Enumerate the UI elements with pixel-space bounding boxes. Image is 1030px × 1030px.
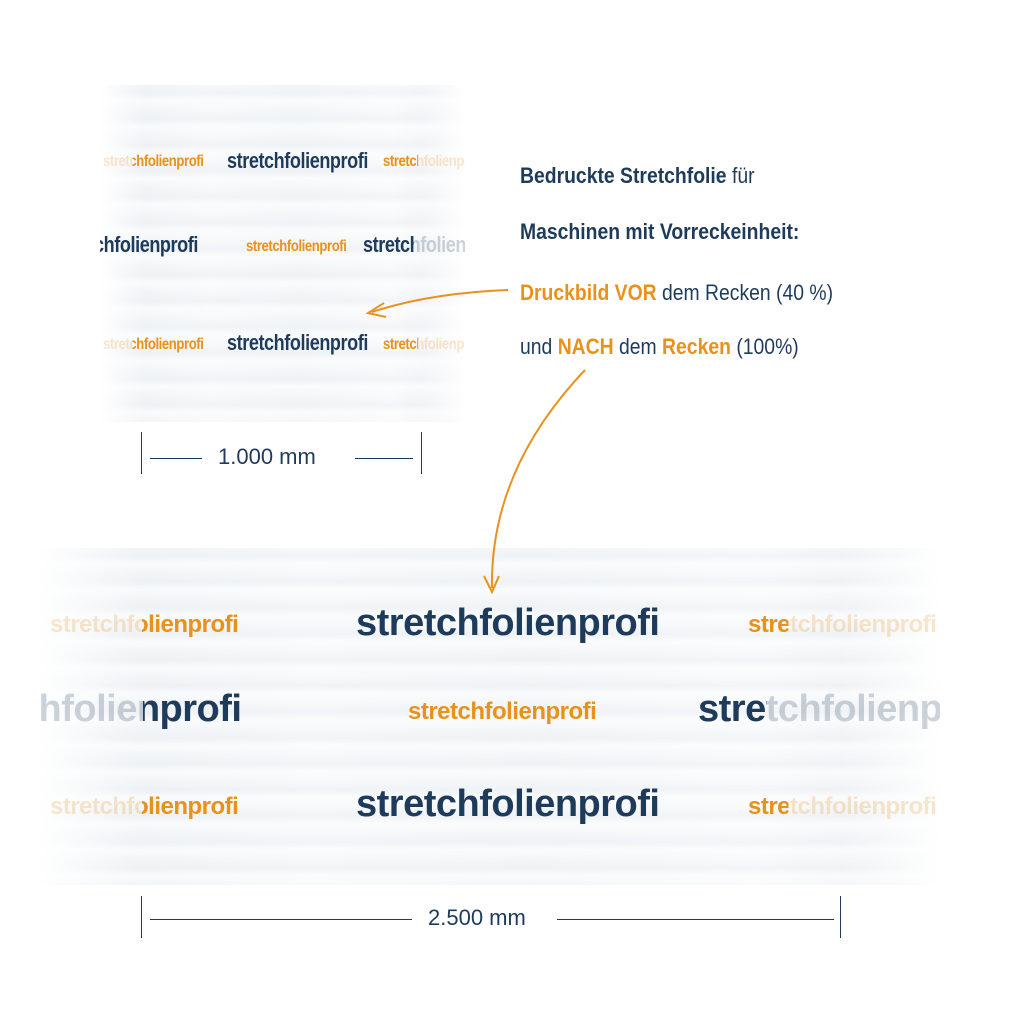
logo-orange: stretchfolienprofi xyxy=(246,238,347,255)
logo-navy: stretchfolienprofi xyxy=(143,688,241,731)
highlight-nach: NACH xyxy=(557,334,614,359)
logo-orange: stretchfolienprofi xyxy=(383,153,418,171)
description-line-1: Bedruckte Stretchfolie für xyxy=(520,163,755,189)
logo-navy: stretchfolienprofi xyxy=(227,148,368,173)
dim-tick-right xyxy=(840,896,841,938)
logo-orange: stretchfolienprofi xyxy=(103,336,204,353)
description-line-3: Druckbild VOR dem Recken (40 %) xyxy=(520,280,833,306)
dim-tick-left xyxy=(141,432,142,474)
logo-navy: stretchfolienprofi xyxy=(356,602,660,644)
dim-tick-right xyxy=(421,432,422,474)
logo-ghost: stretchfolienprofi xyxy=(748,611,937,638)
dimension-large-label: 2.500 mm xyxy=(428,905,526,930)
logo-navy: stretchfolienprofi xyxy=(698,688,857,730)
dim-line-right xyxy=(355,458,413,459)
logo-ghost: stretchfolienprofi xyxy=(50,793,239,820)
logo-orange: stretchfolienprofi xyxy=(748,793,788,821)
logo-orange: stretchfolienprofi xyxy=(50,611,239,638)
logo-ghost: stretchfolienprofi xyxy=(383,336,465,353)
logo-orange: stretchfolienprofi xyxy=(383,336,418,354)
large-film-fade-right xyxy=(840,548,940,885)
logo-navy: stretchfolienprofi xyxy=(227,330,368,355)
description-line-4: und NACH dem Recken (100%) xyxy=(520,334,799,360)
dim-tick-left xyxy=(141,896,142,938)
logo-ghost: stretchfolienprofi xyxy=(103,336,204,353)
logo-ghost: stretchfolienprofi xyxy=(50,611,239,638)
description-text: dem xyxy=(613,334,663,359)
description-text: und xyxy=(520,334,558,359)
logo-ghost: stretchfolienprofi xyxy=(363,232,465,257)
logo-ghost: stretchfolienprofi xyxy=(100,232,198,257)
dim-line-right xyxy=(557,919,834,920)
small-film-fade-right xyxy=(420,85,465,422)
logo-ghost: stretchfolienprofi xyxy=(383,153,465,170)
description-text: für xyxy=(726,163,755,188)
description-text: (100%) xyxy=(730,334,799,359)
small-film-fade-left xyxy=(100,85,145,422)
logo-orange: stretchfolienprofi xyxy=(50,793,239,820)
logo-orange: stretchfolienprofi xyxy=(408,698,597,725)
logo-navy: stretchfolienprofi xyxy=(100,232,198,257)
description-text: dem Recken (40 %) xyxy=(656,280,834,305)
logo-orange: stretchfolienprofi xyxy=(748,611,788,639)
logo-ghost: stretchfolienprofi xyxy=(748,793,937,820)
large-film-fade-left xyxy=(38,548,142,885)
logo-orange: stretchfolienprofi xyxy=(103,153,204,170)
logo-ghost: stretchfolienprofi xyxy=(698,688,940,730)
description-line-2: Maschinen mit Vorreckeinheit: xyxy=(520,219,800,244)
highlight-recken: Recken xyxy=(662,334,731,359)
dimension-small-label: 1.000 mm xyxy=(218,444,316,469)
description-bold: Bedruckte Stretchfolie xyxy=(520,163,727,188)
dim-line-left xyxy=(150,458,202,459)
small-film-panel: stretchfolienprofi stretchfolienprofi st… xyxy=(100,85,465,422)
logo-navy: stretchfolienprofi xyxy=(356,783,660,825)
large-film-panel: stretchfolienprofi stretchfolienprofi st… xyxy=(38,548,940,885)
dim-line-left xyxy=(150,919,412,920)
highlight-druckbild-vor: Druckbild VOR xyxy=(520,280,657,305)
logo-ghost: stretchfolienprofi xyxy=(38,688,242,730)
logo-ghost: stretchfolienprofi xyxy=(103,153,204,170)
logo-navy: stretchfolienprofi xyxy=(363,232,437,257)
